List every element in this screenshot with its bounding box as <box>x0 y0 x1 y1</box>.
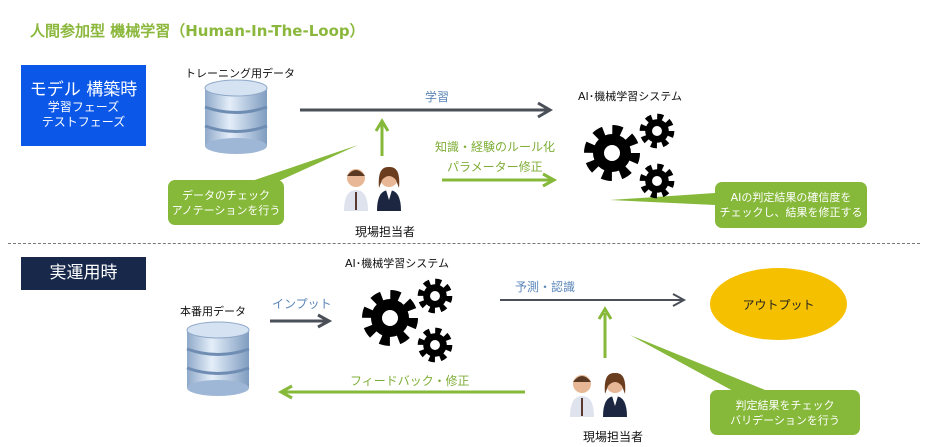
callout-line: チェックし、結果を修正する <box>719 206 863 219</box>
param-label: パラメーター修正 <box>447 160 543 174</box>
ai-system-label: AI･機械学習システム <box>578 90 682 103</box>
callout-line: 判定結果をチェック <box>735 398 835 412</box>
callout-ai-check: AIの判定結果の確信度をチェックし、結果を修正する <box>715 182 867 228</box>
input-label: インプット <box>272 297 332 311</box>
section-divider <box>8 243 920 244</box>
callout-validate: 判定結果をチェックバリデーションを行う <box>710 390 860 435</box>
build-phase-heading: モデル 構築時 <box>29 80 138 100</box>
training-data-label: トレーニング用データ <box>185 67 295 80</box>
operator-label: 現場担当者 <box>355 225 416 239</box>
rule-label: 知識・経験のルール化 <box>435 140 556 154</box>
operators-icon <box>344 166 401 211</box>
operator-label: 現場担当者 <box>583 430 644 444</box>
ai-system-label: AI･機械学習システム <box>345 257 449 270</box>
database-icon <box>185 320 251 398</box>
predict-label: 予測・認識 <box>515 280 576 294</box>
prod-data-label: 本番用データ <box>180 305 246 318</box>
build-phase-box: モデル 構築時 学習フェーズ テストフェーズ <box>21 65 146 146</box>
output-ellipse: アウトプット <box>710 268 847 340</box>
build-phase-line2: テストフェーズ <box>41 115 126 129</box>
gears-icon <box>590 117 671 194</box>
operators-icon <box>570 372 627 417</box>
database-icon <box>203 78 269 156</box>
feedback-label: フィードバック・修正 <box>350 374 470 388</box>
callout-line: バリデーションを行う <box>730 413 840 427</box>
callout-data-check: データのチェックアノテーションを行う <box>168 180 284 225</box>
page-title: 人間参加型 機械学習（Human-In-The-Loop） <box>30 22 365 40</box>
build-phase-line1: 学習フェーズ <box>47 100 120 114</box>
run-phase-box: 実運用時 <box>21 257 146 290</box>
callout-line: AIの判定結果の確信度を <box>730 191 852 204</box>
callout-line: データのチェック <box>182 188 270 202</box>
callout-line: アノテーションを行う <box>171 203 281 217</box>
learn-label: 学習 <box>425 90 450 104</box>
gears-icon <box>368 282 449 358</box>
